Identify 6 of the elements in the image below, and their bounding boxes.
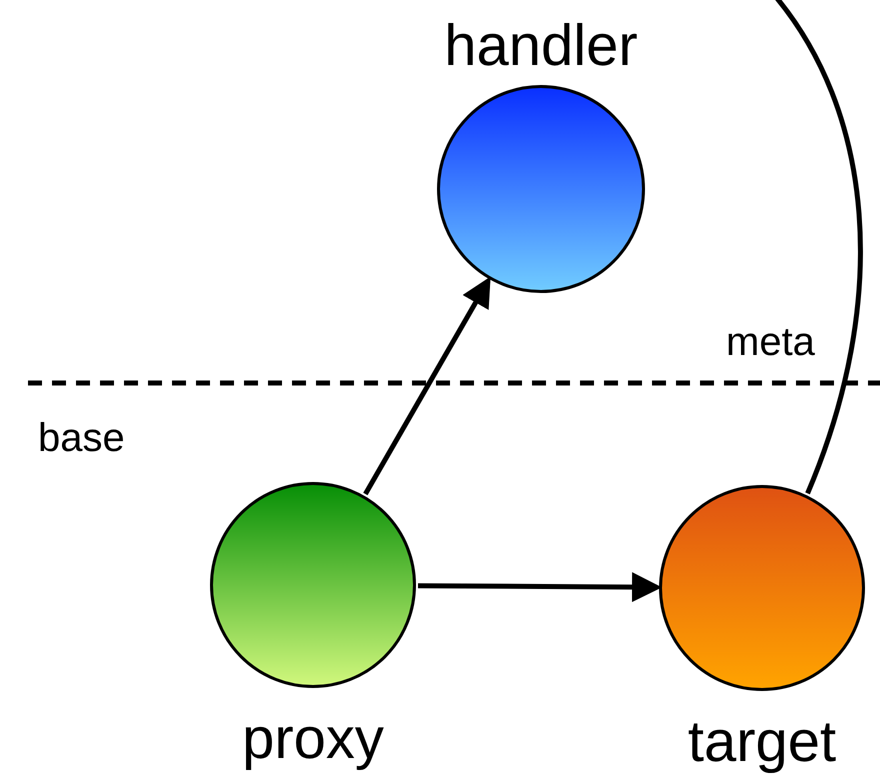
layer-label: base: [38, 415, 125, 462]
node-label: handler: [444, 12, 638, 80]
node-label: proxy: [242, 705, 384, 773]
arrow: [363, 276, 491, 496]
node-label: target: [688, 708, 836, 776]
layer-label: meta: [726, 319, 815, 366]
